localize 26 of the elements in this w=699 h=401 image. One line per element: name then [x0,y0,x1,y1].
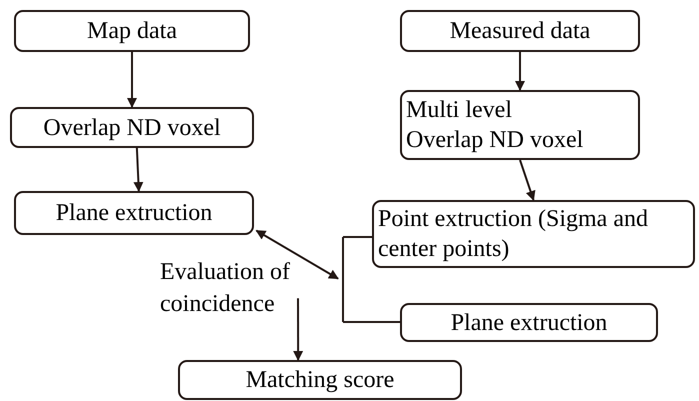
process-box [10,107,254,148]
arrow [127,52,137,108]
arrow [515,52,525,91]
annotation-text: Evaluation of coincidence [160,256,298,320]
process-box [400,10,640,52]
connector-line [343,236,372,238]
process-box [400,90,640,160]
process-box [14,191,254,235]
process-box [178,360,462,400]
process-box [14,10,250,52]
process-box [372,200,695,268]
box-label: Multi level Overlap ND voxel [406,96,584,155]
bracket-line [342,237,344,322]
box-label: Matching score [246,366,394,395]
box-label: Plane extruction [56,199,212,228]
connector-line [343,321,400,323]
arrow [256,230,339,280]
arrow [133,148,144,192]
arrow [293,298,304,361]
process-box [400,303,658,342]
box-label: Map data [87,17,177,46]
box-label: Measured data [450,17,590,46]
box-label: Point extruction (Sigma and center points) [378,205,649,264]
box-label: Plane extruction [450,308,608,338]
box-label: Overlap ND voxel [43,114,221,142]
arrow [519,160,536,201]
